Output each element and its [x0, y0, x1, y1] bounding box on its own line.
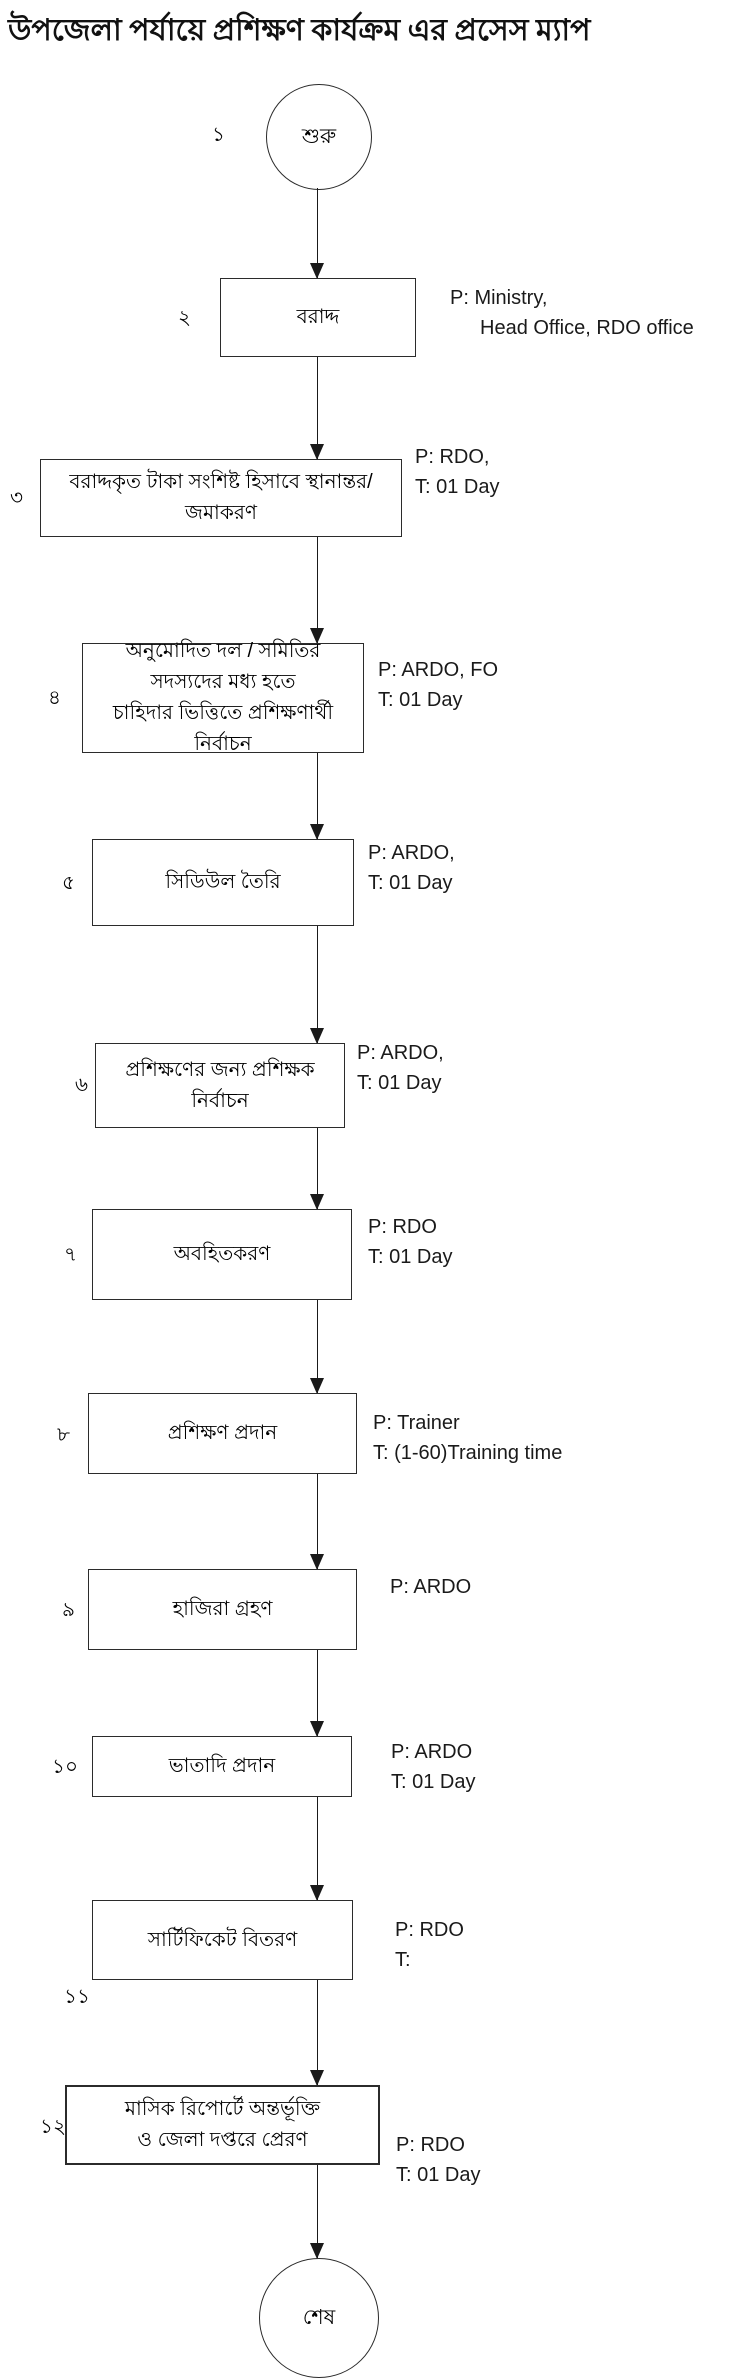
- side-note-8: P: Trainer T: (1-60)Training time: [373, 1408, 562, 1468]
- page-title: উপজেলা পর্যায়ে প্রশিক্ষণ কার্যক্রম এর প…: [8, 14, 591, 47]
- flow-arrow-11: [310, 1980, 324, 2086]
- process-box-label: ভাতাদি প্রদান: [168, 1755, 276, 1777]
- time-line: T: 01 Day: [368, 1246, 453, 1268]
- process-box-attendance: হাজিরা গ্রহণ: [88, 1569, 357, 1650]
- flow-arrow-9: [310, 1650, 324, 1737]
- time-line: T: 01 Day: [391, 1771, 476, 1793]
- flow-arrow-7: [310, 1300, 324, 1394]
- process-box-transfer-deposit: বরাদ্দকৃত টাকা সংশিষ্ট হিসাবে স্থানান্তর…: [40, 459, 402, 537]
- process-box-label: সিডিউল তৈরি: [165, 871, 281, 893]
- side-note-4: P: ARDO, FO T: 01 Day: [378, 655, 498, 715]
- flow-arrow-3: [310, 537, 324, 644]
- flow-arrow-2: [310, 357, 324, 460]
- time-line: T: (1-60)Training time: [373, 1442, 563, 1464]
- process-box-label: সার্টিফিকেট বিতরণ: [147, 1928, 298, 1951]
- process-box-label: অবহিতকরণ: [173, 1243, 271, 1265]
- performer-line: P: RDO,: [415, 446, 490, 468]
- side-note-9: P: ARDO: [390, 1572, 471, 1602]
- time-line: T: 01 Day: [415, 476, 500, 498]
- step-number-3: ৩: [10, 487, 24, 509]
- side-note-5: P: ARDO, T: 01 Day: [368, 838, 455, 898]
- start-terminal: শুরু: [266, 84, 372, 190]
- performer-line-2: Head Office, RDO office: [480, 317, 694, 339]
- step-number-8: ৮: [57, 1424, 70, 1446]
- performer-line: P: RDO: [395, 1919, 464, 1941]
- flow-arrow-12: [310, 2165, 324, 2259]
- performer-line: P: Ministry,: [450, 287, 548, 309]
- end-terminal: শেষ: [259, 2258, 379, 2378]
- step-number-5: ৫: [62, 872, 75, 894]
- flow-arrow-4: [310, 753, 324, 840]
- step-number-4: ৪: [48, 687, 61, 709]
- performer-line: P: RDO: [368, 1216, 437, 1238]
- start-terminal-label: শুরু: [301, 124, 337, 148]
- side-note-7: P: RDO T: 01 Day: [368, 1212, 452, 1272]
- side-note-12: P: RDO T: 01 Day: [396, 2130, 480, 2190]
- performer-line: P: ARDO: [391, 1741, 473, 1763]
- process-box-allowance: ভাতাদি প্রদান: [92, 1736, 352, 1797]
- flow-arrow-6: [310, 1128, 324, 1210]
- process-box-allocation: বরাদ্দ: [220, 278, 416, 357]
- performer-line: P: ARDO: [390, 1576, 472, 1598]
- performer-line: P: RDO: [396, 2134, 465, 2156]
- flow-arrow-5: [310, 926, 324, 1044]
- side-note-3: P: RDO, T: 01 Day: [415, 442, 499, 502]
- step-number-1: ১: [212, 124, 225, 146]
- step-number-10: ১০: [52, 1756, 78, 1778]
- process-box-label: বরাদ্দ: [296, 306, 340, 328]
- end-terminal-label: শেষ: [302, 2305, 336, 2329]
- step-number-2: ২: [178, 307, 192, 329]
- side-note-2: P: Ministry, Head Office, RDO office: [450, 283, 694, 343]
- process-box-label: প্রশিক্ষণের জন্য প্রশিক্ষক নির্বাচন: [125, 1058, 315, 1112]
- step-number-9: ৯: [62, 1599, 75, 1621]
- step-number-7: ৭: [64, 1244, 78, 1266]
- process-box-trainee-selection: অনুমোদিত দল / সমিতির সদস্যদের মধ্য হতে চ…: [82, 640, 364, 755]
- side-note-10: P: ARDO T: 01 Day: [391, 1737, 475, 1797]
- performer-line: P: ARDO,: [368, 842, 455, 864]
- step-number-6: ৬: [75, 1074, 89, 1096]
- process-box-label: অনুমোদিত দল / সমিতির সদস্যদের মধ্য হতে চ…: [112, 640, 334, 755]
- time-line: T: 01 Day: [378, 689, 463, 711]
- time-line: T: 01 Day: [368, 872, 453, 894]
- time-line: T: 01 Day: [396, 2164, 481, 2186]
- process-box-notification: অবহিতকরণ: [92, 1209, 352, 1300]
- side-note-6: P: ARDO, T: 01 Day: [357, 1038, 444, 1098]
- process-box-training-delivery: প্রশিক্ষণ প্রদান: [88, 1393, 357, 1474]
- performer-line: P: ARDO,: [357, 1042, 444, 1064]
- process-box-label: হাজিরা গ্রহণ: [172, 1598, 273, 1620]
- performer-line: P: Trainer: [373, 1412, 460, 1434]
- process-box-certificate: সার্টিফিকেট বিতরণ: [92, 1900, 353, 1980]
- performer-line: P: ARDO, FO: [378, 659, 499, 681]
- flow-arrow-1: [310, 188, 324, 279]
- flow-arrow-8: [310, 1474, 324, 1570]
- time-line: T:: [395, 1949, 411, 1971]
- process-box-schedule: সিডিউল তৈরি: [92, 839, 354, 926]
- flow-arrow-10: [310, 1797, 324, 1901]
- process-box-label: মাসিক রিপোর্টে অন্তর্ভূক্তি ও জেলা দপ্তর…: [124, 2098, 321, 2151]
- time-line: T: 01 Day: [357, 1072, 442, 1094]
- step-number-11: ১১: [64, 1986, 90, 2008]
- side-note-11: P: RDO T:: [395, 1915, 464, 1975]
- step-number-12: ১২: [40, 2116, 66, 2138]
- process-box-trainer-selection: প্রশিক্ষণের জন্য প্রশিক্ষক নির্বাচন: [95, 1043, 345, 1128]
- process-box-label: বরাদ্দকৃত টাকা সংশিষ্ট হিসাবে স্থানান্তর…: [69, 471, 373, 524]
- process-box-monthly-report: মাসিক রিপোর্টে অন্তর্ভূক্তি ও জেলা দপ্তর…: [65, 2085, 380, 2165]
- process-box-label: প্রশিক্ষণ প্রদান: [167, 1422, 278, 1444]
